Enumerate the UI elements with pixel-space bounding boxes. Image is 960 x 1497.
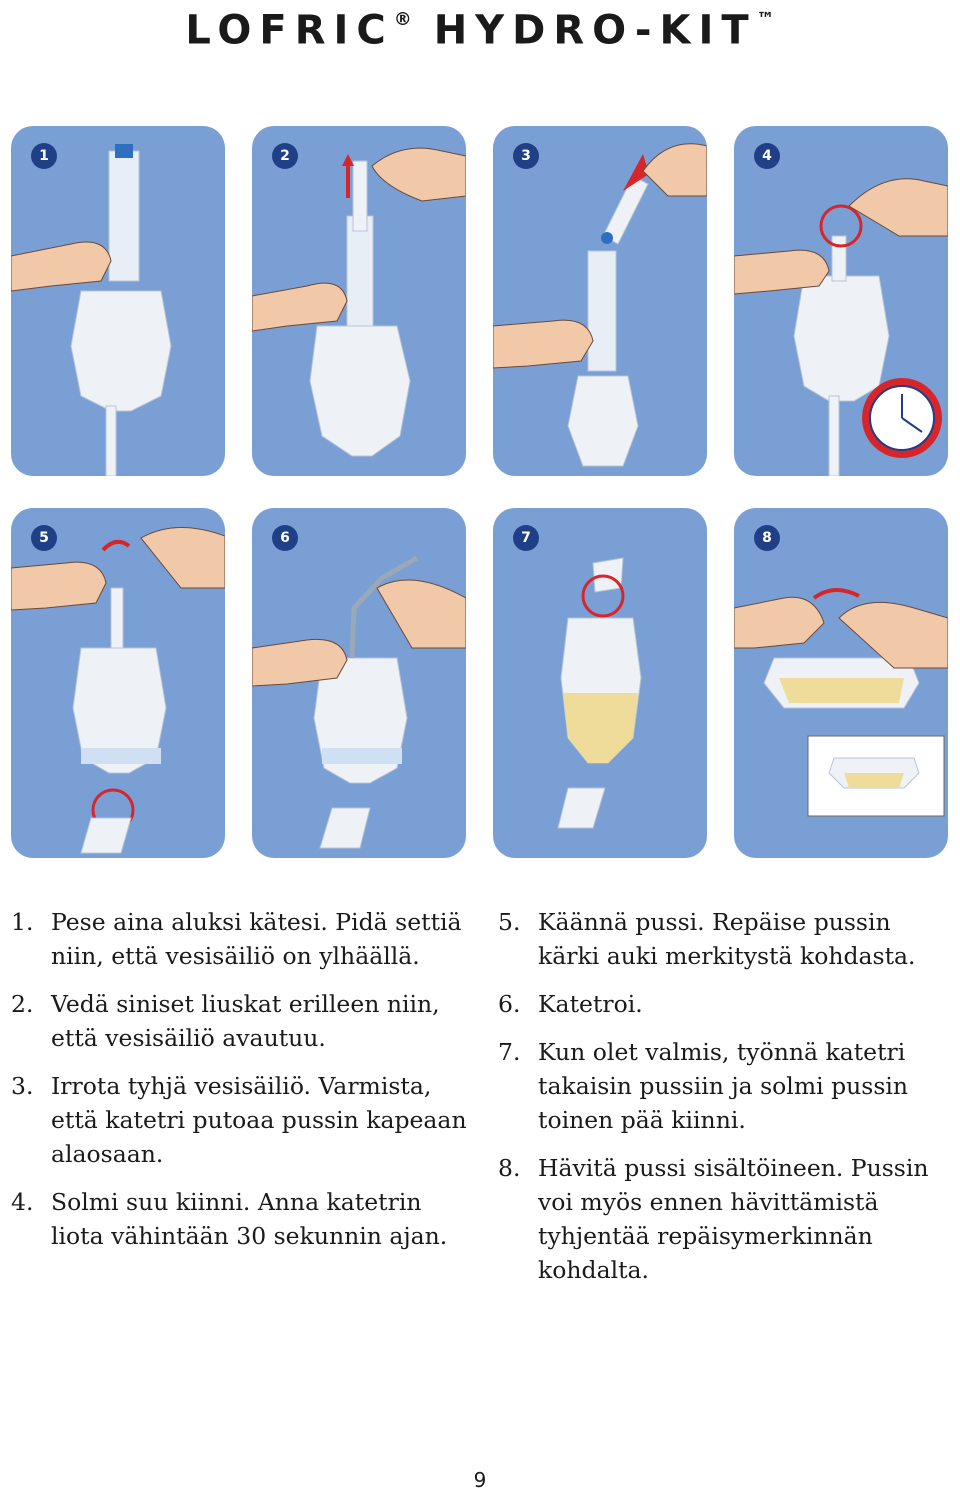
instruction-step: 5.Käännä pussi. Repäise pussin kärki auk… — [498, 908, 916, 970]
illustration-panel-4: 4 — [734, 126, 948, 476]
instruction-step: 7.Kun olet valmis, työnnä katetri takais… — [498, 1038, 909, 1134]
page-title: LOFRIC® HYDRO-KIT™ — [185, 7, 775, 54]
illustration-panel-7: 7 — [493, 508, 707, 858]
illustration-panel-2: 2 — [252, 126, 466, 476]
instruction-step: 8.Hävitä pussi sisältöineen. Pussin voi … — [498, 1154, 929, 1284]
step-badge: 5 — [31, 525, 57, 551]
illustration-panel-3: 3 — [493, 126, 707, 476]
illustration-panel-8: 8 — [734, 508, 948, 858]
step-badge: 7 — [513, 525, 539, 551]
bag-illustration — [252, 147, 466, 457]
bag-illustration — [493, 143, 707, 467]
bag-illustration — [11, 144, 172, 476]
step-badge: 4 — [754, 143, 780, 169]
illustration-panel-5: 5 — [11, 508, 225, 858]
bag-illustration — [252, 555, 466, 849]
illustration-panel-6: 6 — [252, 508, 466, 858]
instruction-step: 2.Vedä siniset liuskat erilleen niin, et… — [11, 990, 440, 1052]
bag-illustration — [11, 527, 225, 854]
instructions-right: 5.Käännä pussi. Repäise pussin kärki auk… — [498, 905, 938, 1301]
instruction-step: 4.Solmi suu kiinni. Anna katetrin liota … — [11, 1188, 448, 1250]
illustration-panel-1: 1 — [11, 126, 225, 476]
instructions-left: 1.Pese aina aluksi kätesi. Pidä settiä n… — [11, 905, 471, 1267]
bag-illustration — [734, 178, 948, 476]
page-number: 9 — [473, 1468, 487, 1492]
step-badge: 3 — [513, 143, 539, 169]
step-badge: 2 — [272, 143, 298, 169]
step-badge: 1 — [31, 143, 57, 169]
instruction-step: 3.Irrota tyhjä vesisäiliö. Varmista, ett… — [11, 1072, 467, 1168]
bag-illustration — [734, 588, 948, 817]
instruction-step: 6.Katetroi. — [498, 990, 643, 1018]
step-badge: 8 — [754, 525, 780, 551]
bag-illustration — [557, 557, 642, 829]
instruction-step: 1.Pese aina aluksi kätesi. Pidä settiä n… — [11, 908, 462, 970]
step-badge: 6 — [272, 525, 298, 551]
